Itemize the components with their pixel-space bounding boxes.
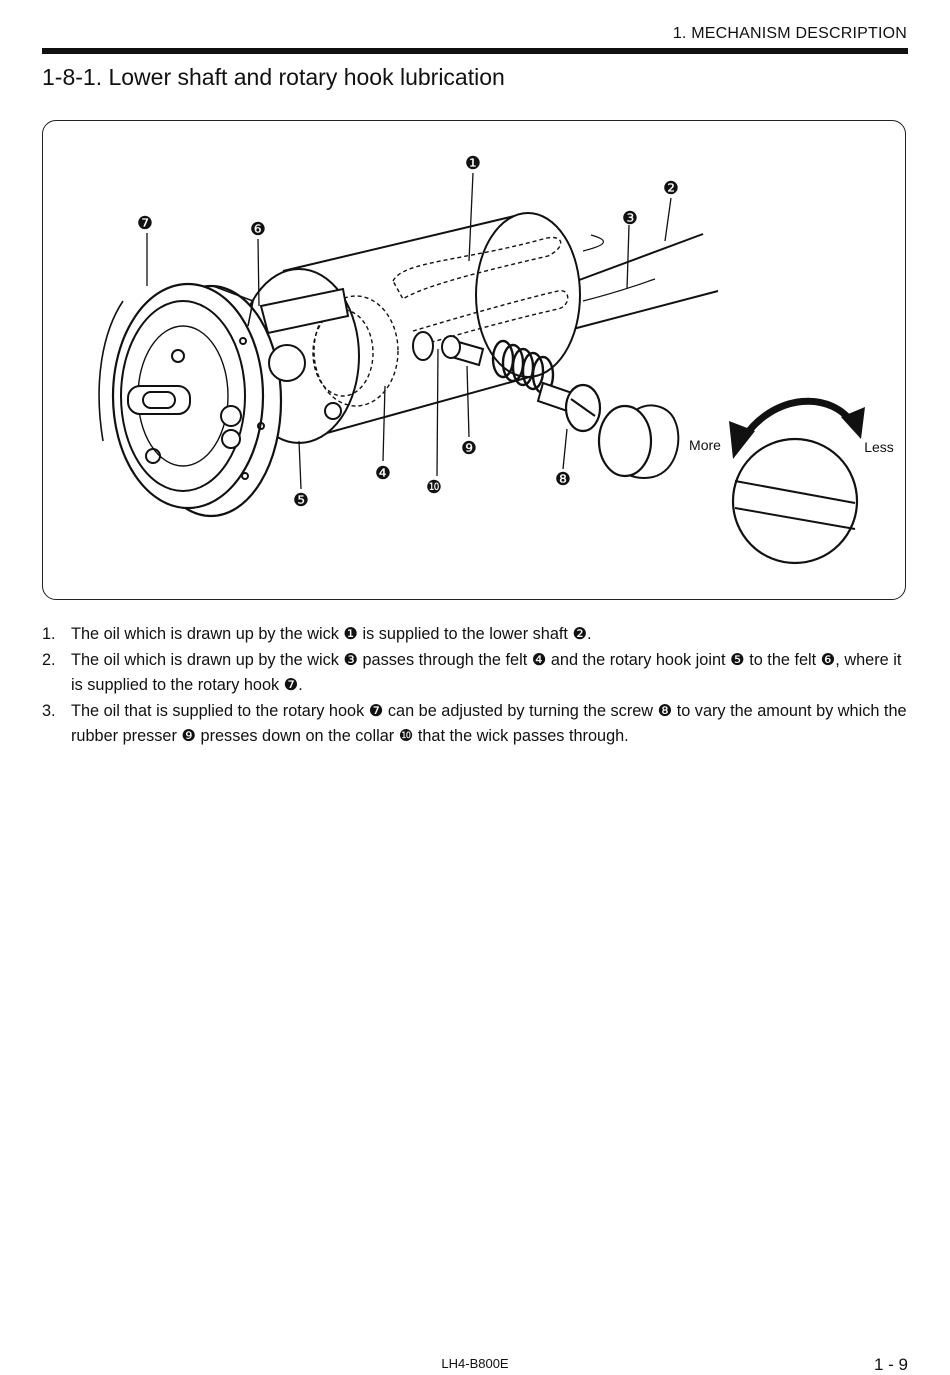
header-section-label: 1. MECHANISM DESCRIPTION [672, 25, 907, 42]
internal-wick-path [312, 236, 569, 407]
adjustment-dial [731, 437, 859, 565]
collar-and-presser [412, 331, 485, 367]
oil-cap [597, 404, 680, 479]
step-number: 3. [42, 701, 56, 720]
callout-2: ❷ [663, 178, 679, 198]
step-text: The oil that is supplied to the rotary h… [71, 701, 907, 746]
step-number: 2. [42, 650, 56, 669]
callout-6: ❻ [250, 219, 266, 239]
step-item: 3. The oil that is supplied to the rotary… [42, 699, 910, 750]
step-number: 1. [42, 625, 56, 643]
figure-frame: ❶ ❷ ❸ ❹ ❺ ❻ ❼ ❽ ❾ ❿ More Less [42, 120, 906, 600]
adjusting-screw [536, 381, 602, 433]
direction-arrow [729, 397, 865, 459]
callout-7: ❼ [137, 213, 153, 233]
step-item: 2. The oil which is drawn up by the wick … [42, 648, 910, 699]
step-text: The oil which is drawn up by the wick ❸ … [71, 650, 902, 695]
label-less: Less [864, 439, 894, 455]
hook-joint [259, 287, 350, 420]
leader-lines [146, 172, 672, 490]
callout-8: ❽ [555, 469, 571, 489]
spring [491, 339, 555, 395]
callout-1: ❶ [465, 153, 481, 173]
rotary-hook [98, 282, 283, 518]
steps-list: 1. The oil which is drawn up by the wick … [42, 622, 910, 750]
callout-4: ❹ [375, 463, 391, 483]
callout-5: ❺ [293, 490, 309, 510]
step-text: The oil which is drawn up by the wick ❶ … [71, 625, 592, 643]
footer-model: LH4-B800E [441, 1356, 509, 1371]
callout-10: ❿ [426, 477, 442, 497]
label-more: More [689, 437, 721, 453]
step-item: 1. The oil which is drawn up by the wick … [42, 622, 910, 648]
callout-3: ❸ [622, 208, 638, 228]
callout-9: ❾ [461, 438, 477, 458]
footer-page-number: 1 - 9 [873, 1355, 908, 1374]
section-title: 1-8-1. Lower shaft and rotary hook lubri… [42, 64, 505, 90]
header-rule [42, 48, 908, 54]
lubrication-diagram: ❶ ❷ ❸ ❹ ❺ ❻ ❼ ❽ ❾ ❿ More Less [98, 153, 894, 565]
lower-shaft [562, 233, 719, 330]
